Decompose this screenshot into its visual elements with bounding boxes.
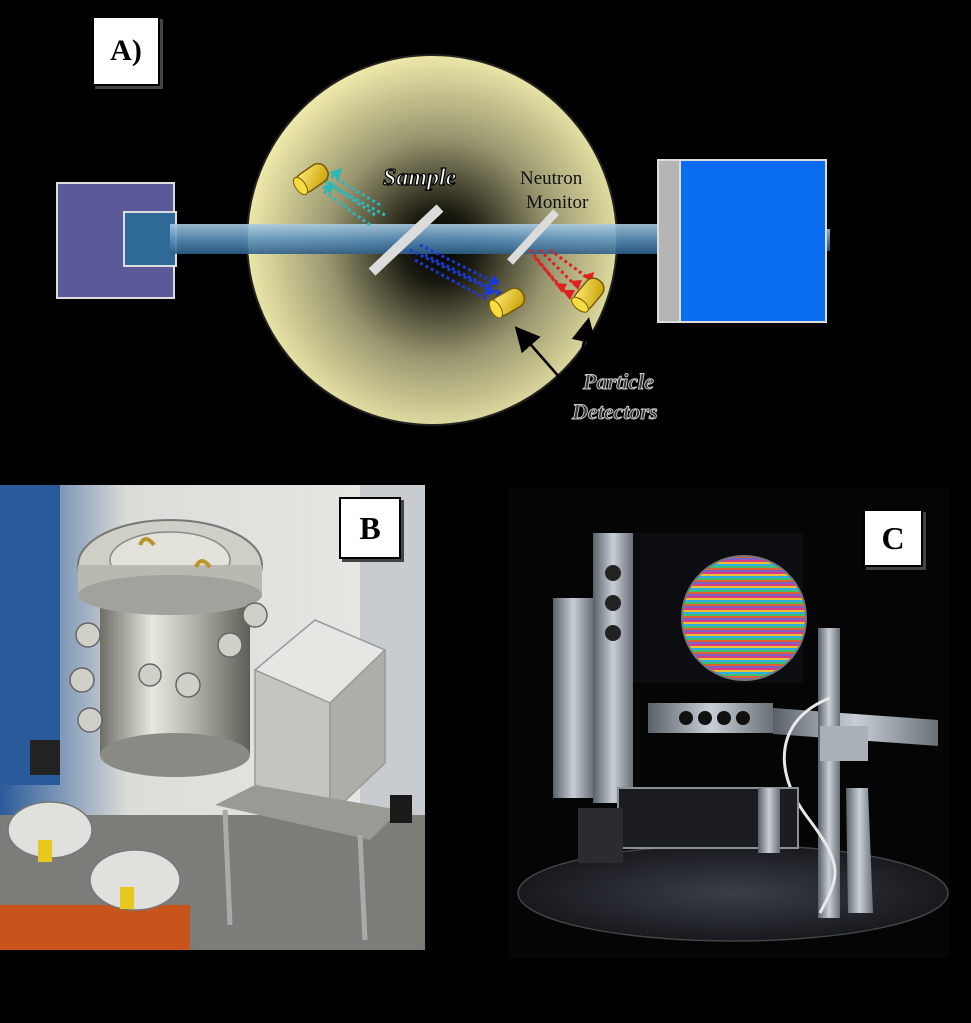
photo-detector-illustration — [517, 533, 949, 942]
beam-stop-box — [657, 159, 827, 323]
photo-chamber-illustration — [0, 485, 425, 950]
panel-b-label: B — [339, 497, 401, 559]
neutron-monitor-label-2: Monitor — [526, 192, 589, 213]
sample-label: Sample — [383, 165, 457, 191]
sample-plate — [368, 204, 444, 276]
beam-stop-face — [657, 159, 681, 323]
source-collimator — [123, 211, 177, 267]
photo-chamber-apparatus — [0, 485, 425, 950]
emitted-particles-forward — [409, 243, 506, 302]
particle-detectors-label-1: Particle — [582, 369, 654, 394]
detector-pointer-left — [514, 326, 561, 379]
neutron-monitor-label-1: Neutron — [520, 168, 583, 189]
particle-detector-monitor — [571, 277, 605, 313]
particle-detector-upper — [292, 162, 329, 196]
panel-a-label: A) — [92, 16, 160, 86]
detector-pointer-right — [571, 317, 597, 371]
monitor-particles — [528, 248, 589, 296]
particle-detector-sample — [488, 287, 526, 319]
particle-detectors-label-2: Detectors — [571, 399, 658, 424]
experiment-schematic: Sample Neutron Monitor Particle Detector… — [56, 54, 830, 426]
neutron-monitor-plate — [507, 209, 559, 265]
panel-c-label: C — [863, 509, 923, 567]
emitted-particles-backward — [321, 173, 386, 227]
